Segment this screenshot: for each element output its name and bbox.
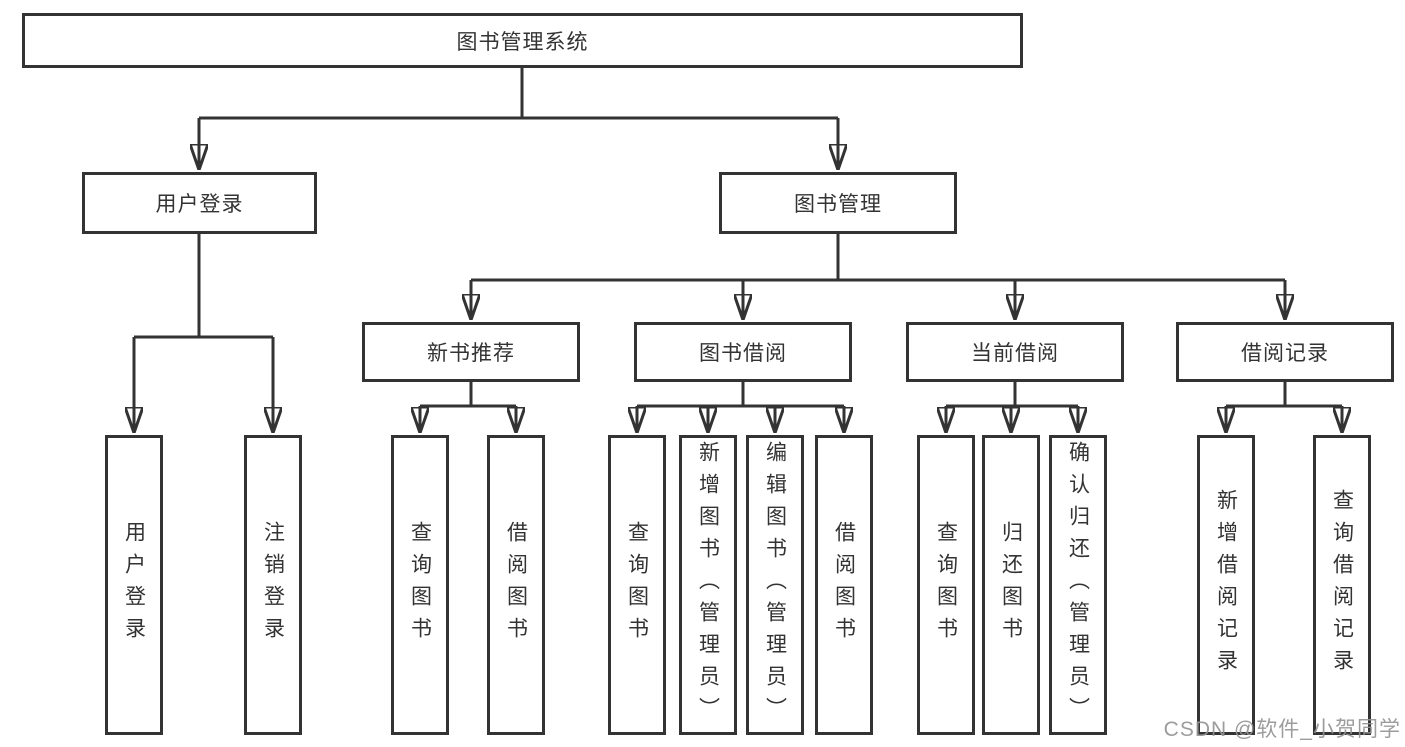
leaf-records-add-record-label: 新增借阅记录 [1214,489,1238,681]
leaf-user-login-label: 用户登录 [122,521,146,649]
leaf-borrowing-borrow-books-label: 借阅图书 [832,521,856,649]
node-current-borrowing: 当前借阅 [906,322,1124,382]
node-current-borrowing-label: 当前借阅 [971,342,1059,365]
node-book-management-label: 图书管理 [794,193,882,216]
leaf-recommend-query-books-label: 查询图书 [408,521,432,649]
node-user-login-branch: 用户登录 [82,172,317,234]
leaf-borrowing-query-books: 查询图书 [608,435,666,735]
leaf-recommend-query-books: 查询图书 [391,435,449,735]
node-borrowing-records: 借阅记录 [1176,322,1394,382]
leaf-current-return-books: 归还图书 [982,435,1040,735]
node-user-login-branch-label: 用户登录 [155,193,244,216]
leaf-current-confirm-return-admin-label: 确认归还（管理员） [1066,441,1090,729]
leaf-borrowing-edit-books-admin-label: 编辑图书（管理员） [763,441,787,729]
node-book-management: 图书管理 [719,172,957,234]
leaf-borrowing-add-books-admin-label: 新增图书（管理员） [696,441,720,729]
leaf-recommend-borrow-books-label: 借阅图书 [504,521,528,649]
node-root-label: 图书管理系统 [456,30,589,54]
leaf-current-query-books: 查询图书 [917,435,975,735]
leaf-borrowing-query-books-label: 查询图书 [625,521,649,649]
leaf-current-return-books-label: 归还图书 [999,521,1023,649]
node-new-book-recommend-label: 新书推荐 [427,342,515,365]
leaf-logout: 注销登录 [244,435,302,735]
leaf-records-query-record-label: 查询借阅记录 [1330,489,1354,681]
node-borrowing-records-label: 借阅记录 [1241,342,1329,365]
leaf-current-query-books-label: 查询图书 [934,521,958,649]
leaf-records-add-record: 新增借阅记录 [1197,435,1255,735]
leaf-current-confirm-return-admin: 确认归还（管理员） [1049,435,1107,735]
leaf-borrowing-borrow-books: 借阅图书 [815,435,873,735]
leaf-borrowing-add-books-admin: 新增图书（管理员） [679,435,737,735]
leaf-user-login: 用户登录 [105,435,163,735]
node-book-borrowing: 图书借阅 [634,322,852,382]
node-new-book-recommend: 新书推荐 [362,322,580,382]
leaf-records-query-record: 查询借阅记录 [1313,435,1371,735]
node-book-borrowing-label: 图书借阅 [699,342,787,365]
leaf-logout-label: 注销登录 [261,521,285,649]
csdn-watermark: CSDN @软件_小贺同学 [1163,718,1401,741]
leaf-borrowing-edit-books-admin: 编辑图书（管理员） [746,435,804,735]
node-root: 图书管理系统 [22,13,1023,68]
leaf-recommend-borrow-books: 借阅图书 [487,435,545,735]
